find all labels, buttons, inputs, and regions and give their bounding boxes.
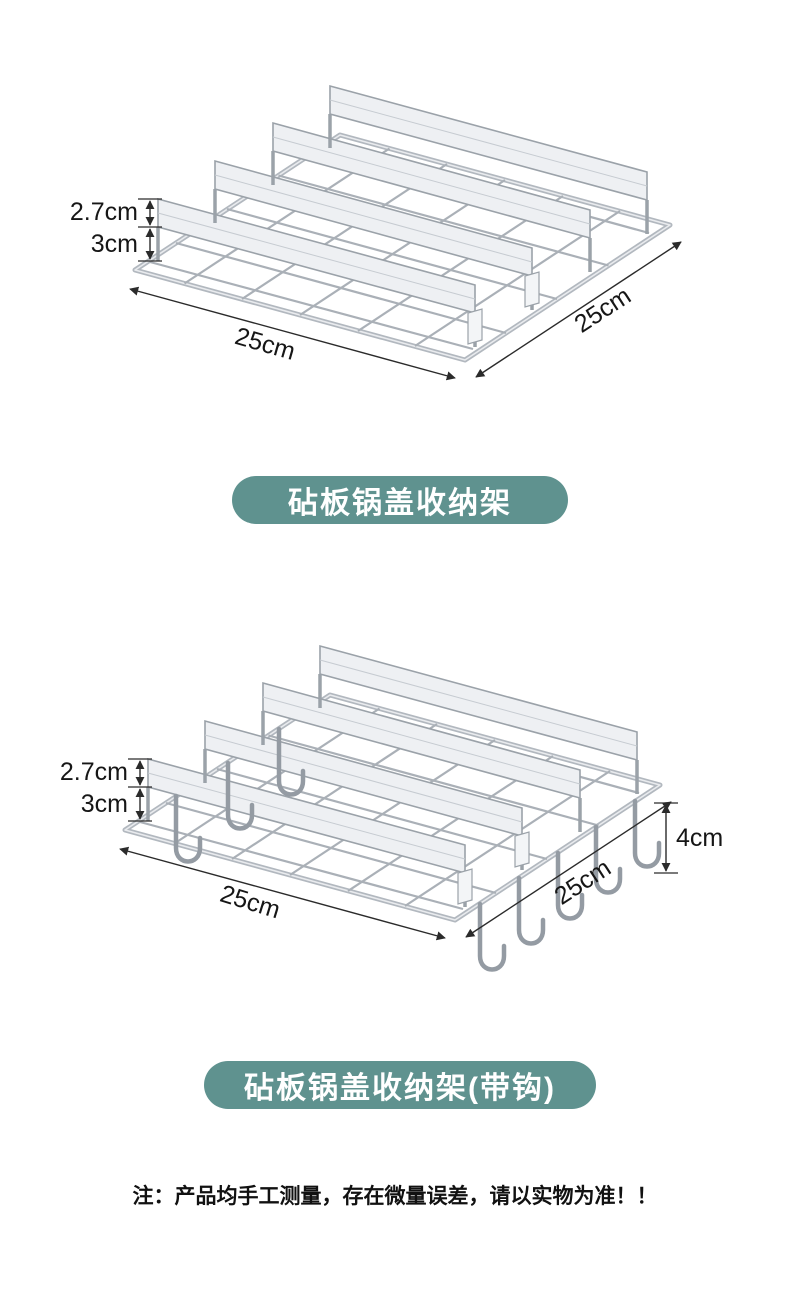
measurement-note: 注：产品均手工测量，存在微量误差，请以实物为准！！ (132, 1185, 658, 1208)
rack-illustration-2 (125, 646, 660, 972)
arrow-r1-depth (475, 241, 682, 378)
dim-label-r2-bracket: 2.7cm (59, 758, 128, 786)
dim-label-r2-gap: 3cm (80, 790, 128, 818)
arrow-r2-depth (465, 801, 672, 938)
product-badge-1: 砧板锅盖收纳架 (232, 476, 568, 524)
dimension-ticks (128, 198, 678, 874)
dimension-arrows (119, 198, 682, 941)
arrow-r1-width (129, 286, 456, 381)
dim-label-r2-hook: 4cm (676, 824, 724, 852)
arrow-r2-width (119, 846, 446, 941)
product-badge-2: 砧板锅盖收纳架(带钩) (204, 1061, 596, 1109)
dim-label-r1-gap: 3cm (90, 230, 138, 258)
dim-label-r1-bracket: 2.7cm (69, 198, 138, 226)
